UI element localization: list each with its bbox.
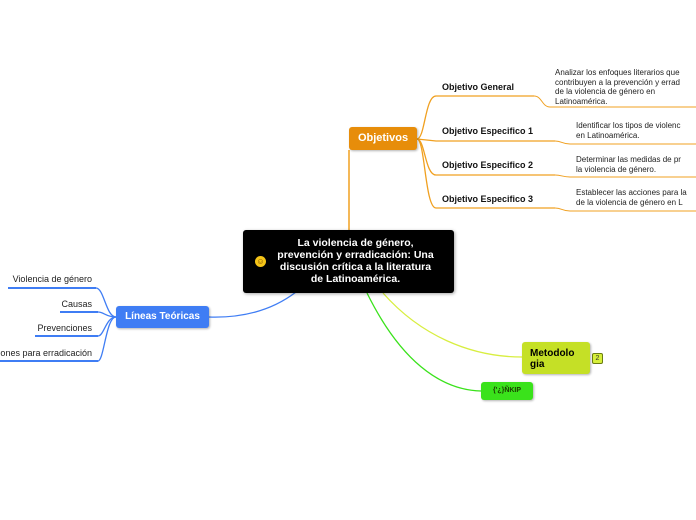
desc-line: Establecer las acciones para la: [576, 188, 687, 197]
linea-violencia-de-genero[interactable]: Violencia de género: [12, 274, 92, 284]
objetivo-general-label[interactable]: Objetivo General: [442, 82, 515, 92]
desc-line: contribuyen a la prevención y errad: [555, 77, 680, 87]
objetivo-especifico-3-label[interactable]: Objetivo Especifico 3: [442, 194, 534, 204]
desc-line: Analizar los enfoques literarios que: [555, 68, 680, 77]
lineas-teoricas-node[interactable]: Líneas Teóricas: [116, 306, 209, 328]
objetivo-especifico-2-desc[interactable]: Determinar las medidas de pr la violenci…: [576, 155, 681, 174]
linea-causas[interactable]: Causas: [61, 299, 92, 309]
objetivo-especifico-2-label[interactable]: Objetivo Especifico 2: [442, 160, 534, 170]
desc-line: en Latinoamérica.: [576, 130, 640, 140]
objetivo-especifico-3-desc[interactable]: Establecer las acciones para la de la vi…: [576, 188, 687, 207]
desc-line: de la violencia de género en L: [576, 197, 683, 207]
desc-line: de la violencia de género en: [555, 87, 656, 96]
emoji-icon: ☺: [255, 256, 266, 267]
central-line-1: La violencia de género,: [297, 237, 414, 249]
metodologia-line-2: gia: [530, 359, 545, 370]
child-count-badge[interactable]: 2: [592, 353, 603, 364]
linea-acciones-erradicacion[interactable]: ciones para erradicación: [0, 348, 92, 358]
desc-line: Determinar las medidas de pr: [576, 155, 681, 164]
metodologia-node[interactable]: Metodolo gia: [522, 342, 590, 374]
desc-line: la violencia de género.: [576, 164, 657, 174]
objetivos-node[interactable]: Objetivos: [349, 127, 417, 150]
objetivo-general-desc[interactable]: Analizar los enfoques literarios que con…: [555, 68, 680, 106]
central-topic[interactable]: ☺ La violencia de género, prevención y e…: [243, 230, 454, 293]
central-line-4: de Latinoamérica.: [310, 273, 401, 285]
objetivo-especifico-1-desc[interactable]: Identificar los tipos de violenc en Lati…: [576, 121, 681, 140]
linea-prevenciones[interactable]: Prevenciones: [37, 323, 92, 333]
desc-line: Latinoamérica.: [555, 96, 608, 106]
central-line-2: prevención y erradicación: Una: [277, 249, 434, 261]
objetivo-especifico-1-label[interactable]: Objetivo Especifico 1: [442, 126, 534, 136]
metodologia-line-1: Metodolo: [530, 348, 575, 359]
desc-line: Identificar los tipos de violenc: [576, 121, 681, 130]
unlabeled-green-node[interactable]: {'¿}ÑKIP: [481, 382, 533, 400]
central-line-3: discusión crítica a la literatura: [279, 261, 432, 273]
